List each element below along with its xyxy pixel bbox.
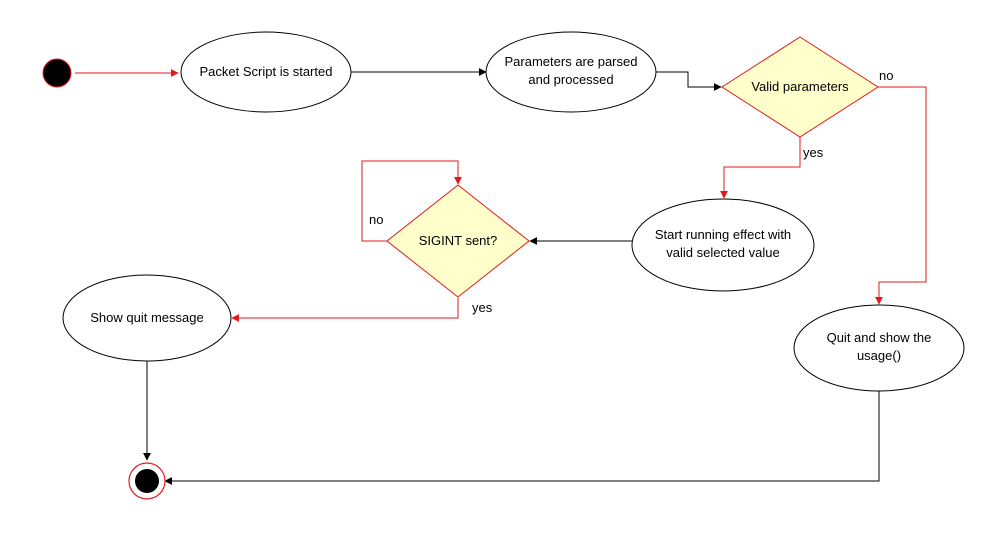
decision-valid-parameters-label: Valid parameters <box>751 79 849 94</box>
edge-label-sigint-no: no <box>369 212 383 227</box>
edge-parameters-to-valid <box>656 71 722 91</box>
node-show-quit-message-label: Show quit message <box>90 310 203 325</box>
node-start-running-effect-line1: Start running effect with <box>655 227 791 242</box>
node-packet-script-started-label: Packet Script is started <box>200 64 333 79</box>
decision-valid-parameters: Valid parameters <box>721 36 879 138</box>
decision-sigint-sent-label: SIGINT sent? <box>419 233 498 248</box>
node-packet-script-started: Packet Script is started <box>180 31 352 113</box>
node-quit-show-usage-line2: usage() <box>857 348 901 363</box>
edge-sigint-no-loop <box>361 160 462 242</box>
edge-sigint-yes-to-quit-message <box>231 298 459 322</box>
edge-valid-no-to-quit-usage <box>875 86 927 305</box>
node-show-quit-message: Show quit message <box>62 274 232 362</box>
edge-quit-usage-to-end <box>164 391 880 485</box>
initial-state <box>42 58 72 88</box>
edge-label-sigint-yes: yes <box>472 300 493 315</box>
node-quit-show-usage: Quit and show the usage() <box>793 304 965 392</box>
edge-label-valid-no: no <box>879 68 893 83</box>
edge-valid-yes-to-start-running <box>720 137 801 199</box>
node-start-running-effect-line2: valid selected value <box>666 245 779 260</box>
node-start-running-effect: Start running effect with valid selected… <box>631 198 815 292</box>
node-parameters-parsed: Parameters are parsed and processed <box>485 31 657 113</box>
final-state <box>128 462 166 500</box>
node-quit-show-usage-line1: Quit and show the <box>827 330 932 345</box>
node-parameters-parsed-line1: Parameters are parsed <box>505 54 638 69</box>
decision-sigint-sent: SIGINT sent? <box>386 184 530 298</box>
node-parameters-parsed-line2: and processed <box>528 72 613 87</box>
edge-label-valid-yes: yes <box>803 145 824 160</box>
